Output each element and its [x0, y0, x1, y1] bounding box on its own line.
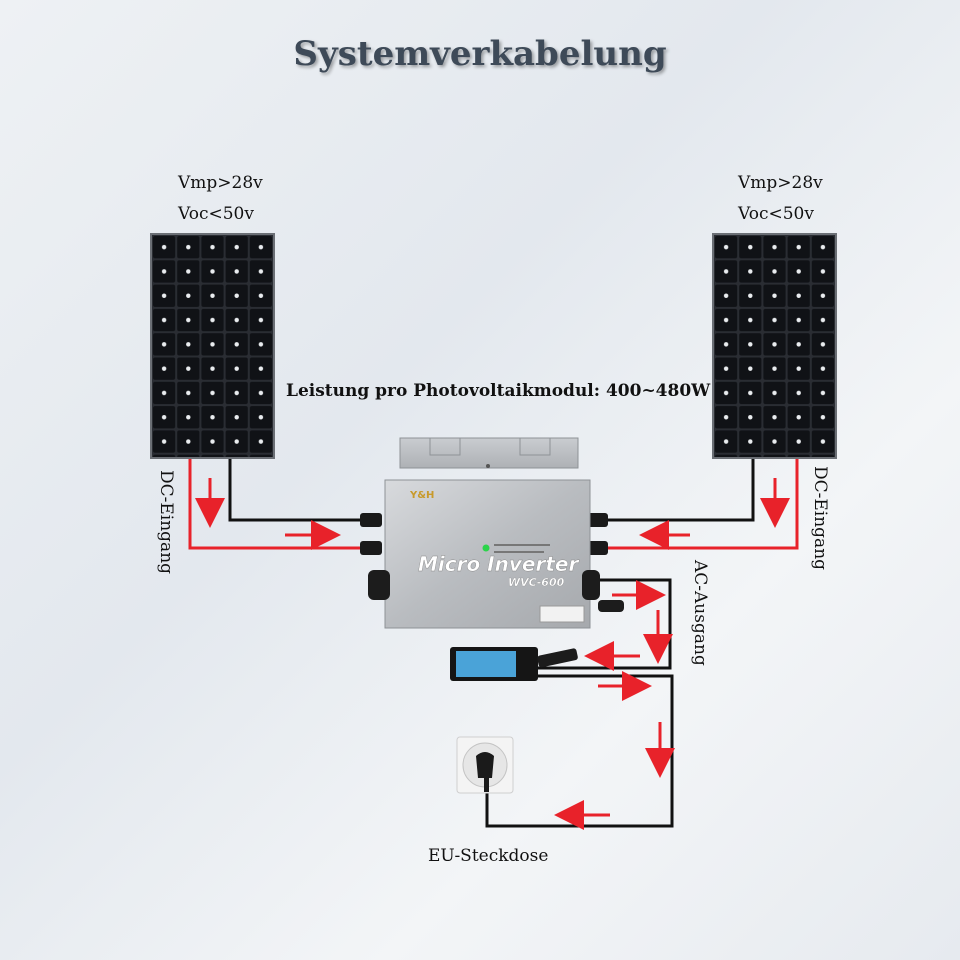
micro-inverter: Y&H Micro Inverter WVC-600 [368, 437, 624, 629]
inverter-name: Micro Inverter [418, 552, 579, 576]
left-vmp-label: Vmp>28v [178, 173, 263, 193]
solar-panel-left [150, 233, 275, 459]
page-title: Systemverkabelung [293, 34, 667, 74]
socket-label: EU-Steckdose [428, 846, 549, 866]
eu-socket [456, 736, 514, 794]
right-vmp-label: Vmp>28v [738, 173, 823, 193]
right-dc-wires [608, 459, 799, 550]
flow-arrows [195, 478, 790, 830]
solar-panel-right [712, 233, 837, 459]
left-dc-wires [188, 459, 362, 550]
dc-connectors [360, 513, 608, 555]
power-meter [450, 647, 578, 681]
ac-output-label: AC-Ausgang [690, 560, 710, 666]
right-dc-label: DC-Eingang [810, 466, 830, 571]
left-voc-label: Voc<50v [178, 204, 254, 224]
left-dc-label: DC-Eingang [156, 470, 176, 575]
right-voc-label: Voc<50v [738, 204, 814, 224]
inverter-model: WVC-600 [508, 576, 565, 589]
inverter-brand: Y&H [409, 490, 434, 501]
power-note: Leistung pro Photovoltaikmodul: 400~480W [286, 381, 711, 401]
